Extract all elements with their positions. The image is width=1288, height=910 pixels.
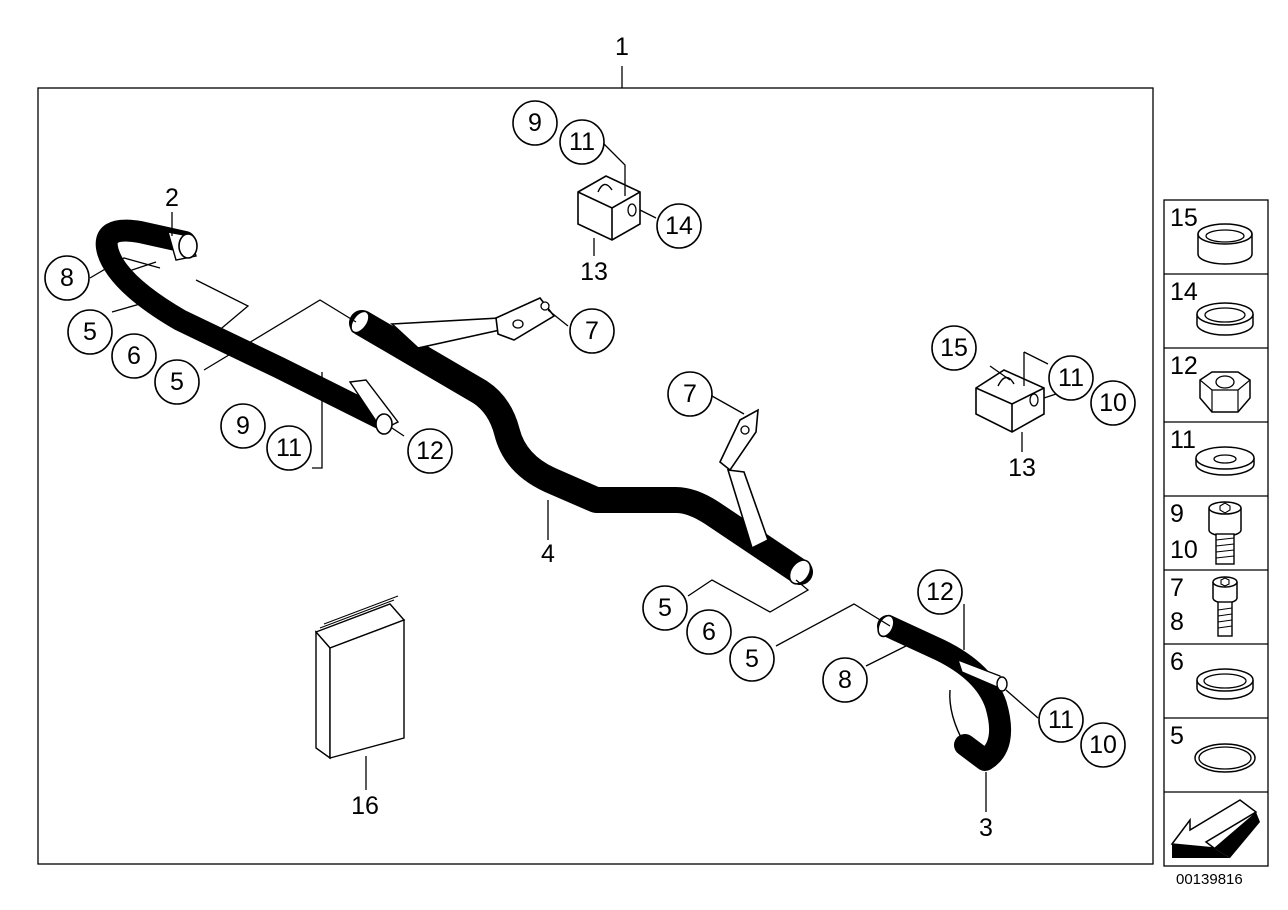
side-label-5: 5: [1170, 722, 1184, 750]
svg-text:11: 11: [276, 434, 302, 462]
svg-text:9: 9: [528, 109, 542, 137]
callout-13-top: 13: [580, 258, 608, 286]
ring-flat-icon: [1196, 302, 1254, 336]
booklet: [314, 595, 406, 760]
side-label-6: 6: [1170, 648, 1184, 676]
svg-text:11: 11: [1048, 706, 1074, 734]
callout-2: 2: [165, 184, 179, 212]
callout-15-right: 15: [931, 325, 977, 371]
svg-text:10: 10: [1089, 731, 1117, 759]
side-label-12: 12: [1170, 352, 1198, 380]
side-label-9: 9: [1170, 500, 1184, 528]
svg-text:15: 15: [940, 334, 968, 362]
callout-11-top: 11: [559, 119, 605, 165]
callout-7-mid: 7: [667, 371, 713, 417]
callout-10-right: 10: [1090, 380, 1136, 426]
callout-9-mid: 9: [220, 403, 266, 449]
callout-7-top: 7: [569, 308, 615, 354]
leader-lines: [89, 143, 1063, 812]
side-label-8: 8: [1170, 608, 1184, 636]
socket-screw-icon: [1212, 576, 1238, 637]
main-pipe: [349, 297, 813, 585]
ring-tall-icon: [1197, 223, 1253, 265]
top-bracket: [577, 175, 641, 241]
ring-flat-icon: [1196, 668, 1254, 700]
svg-text:8: 8: [838, 666, 852, 694]
callout-16: 16: [351, 792, 379, 820]
arrow-icon: [1170, 799, 1260, 858]
svg-text:10: 10: [1099, 389, 1127, 417]
callout-14: 14: [656, 203, 702, 249]
side-panel: 15 14 12 11 9 10: [1163, 199, 1269, 867]
main-part-number: 1: [615, 33, 629, 61]
left-pipe: [95, 219, 400, 435]
callout-9-top: 9: [512, 100, 558, 146]
callout-11-bottom: 11: [1038, 697, 1084, 743]
svg-text:5: 5: [658, 594, 672, 622]
reference-number: 00139816: [1176, 871, 1243, 888]
svg-text:11: 11: [1058, 364, 1084, 392]
svg-text:6: 6: [127, 342, 141, 370]
svg-text:6: 6: [702, 618, 716, 646]
svg-text:8: 8: [60, 264, 74, 292]
callout-13-right: 13: [1008, 454, 1036, 482]
callout-5-bottom-a: 5: [642, 585, 688, 631]
socket-screw-icon: [1208, 501, 1242, 565]
callout-4: 4: [541, 540, 555, 568]
callout-6-left: 6: [111, 333, 157, 379]
callout-10-bottom: 10: [1080, 722, 1126, 768]
side-label-7: 7: [1170, 574, 1184, 602]
right-pipe: [877, 614, 1012, 771]
hex-nut-icon: [1199, 371, 1251, 413]
callout-5-left-b: 5: [154, 359, 200, 405]
svg-text:7: 7: [683, 380, 697, 408]
side-label-11: 11: [1170, 426, 1196, 454]
svg-text:14: 14: [665, 212, 693, 240]
callout-5-left-a: 5: [67, 309, 113, 355]
svg-text:9: 9: [236, 412, 250, 440]
main-frame: [37, 87, 1154, 865]
callout-6-bottom: 6: [686, 609, 732, 655]
svg-text:12: 12: [926, 578, 954, 606]
svg-text:11: 11: [569, 128, 595, 156]
washer-icon: [1195, 446, 1255, 476]
callout-12-bottom: 12: [917, 569, 963, 615]
side-label-15: 15: [1170, 204, 1198, 232]
svg-text:5: 5: [83, 318, 97, 346]
callout-11-mid: 11: [266, 425, 312, 471]
side-label-10: 10: [1170, 536, 1198, 564]
svg-text:5: 5: [745, 645, 759, 673]
callout-3: 3: [979, 814, 993, 842]
callout-8-bottom: 8: [822, 657, 868, 703]
callout-11-right: 11: [1048, 355, 1094, 401]
callout-12-mid: 12: [407, 428, 453, 474]
callout-5-bottom-b: 5: [729, 636, 775, 682]
svg-text:7: 7: [585, 317, 599, 345]
svg-text:12: 12: [416, 437, 444, 465]
right-bracket: [975, 369, 1045, 433]
callout-8-left: 8: [44, 255, 90, 301]
side-label-14: 14: [1170, 278, 1198, 306]
svg-text:5: 5: [170, 368, 184, 396]
o-ring-icon: [1194, 743, 1256, 773]
